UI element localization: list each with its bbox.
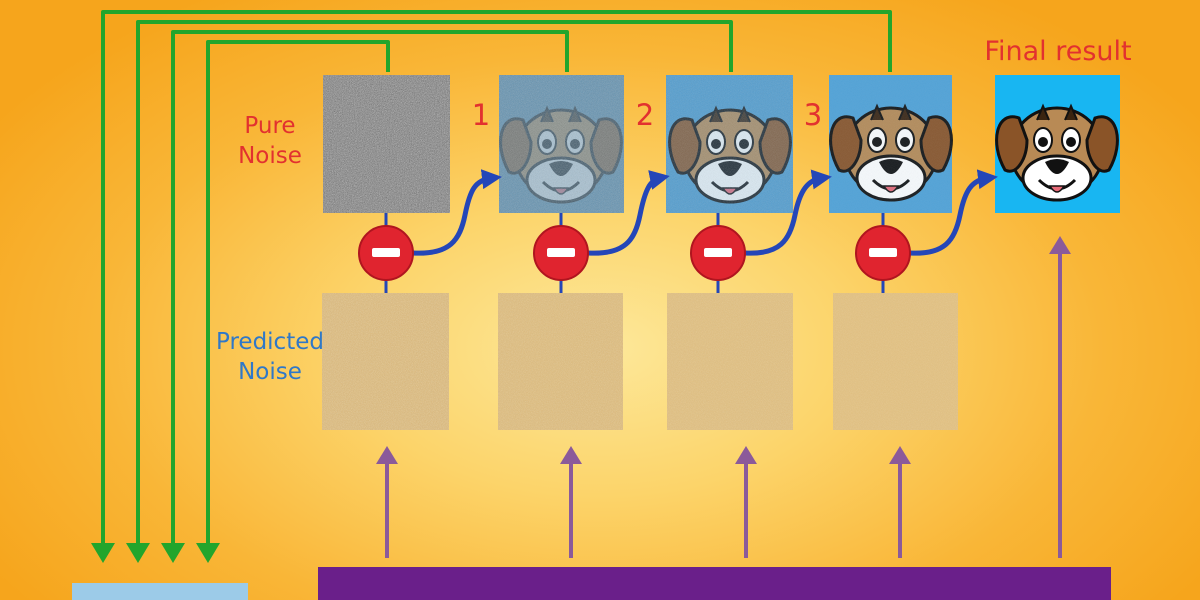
model-bar: [318, 567, 1111, 600]
predicted-noise-image-3: [667, 293, 793, 430]
final-result-image: [995, 75, 1120, 213]
pure-noise-label-line1: Pure: [244, 113, 295, 139]
flow-arrows: [410, 169, 998, 256]
denoise-step-3-image: [829, 75, 953, 213]
pure-noise-label-line2: Noise: [238, 143, 302, 169]
feedback-arrow-1: [206, 40, 390, 548]
arrowhead-down-4: [91, 543, 115, 563]
subtract-node-3: [690, 225, 746, 281]
arrowhead-down-3: [126, 543, 150, 563]
flow-arrow-1: [410, 169, 502, 256]
subtract-node-4: [855, 225, 911, 281]
feedback-arrow-2: [171, 30, 569, 548]
encoder-box: [72, 583, 248, 600]
predicted-noise-image-2: [498, 293, 623, 430]
model-arrows: [376, 236, 1071, 558]
pure-noise-image: [323, 75, 450, 213]
feedback-arrowheads: [91, 543, 220, 563]
step-number-1: 1: [472, 98, 490, 132]
subtract-node-1: [358, 225, 414, 281]
predicted-noise-image-4: [833, 293, 958, 430]
subtract-node-2: [533, 225, 589, 281]
final-result-label: Final result: [984, 36, 1131, 67]
flow-arrow-4: [907, 169, 998, 256]
feedback-arrow-4: [101, 10, 892, 548]
denoise-step-1-image: [499, 75, 624, 213]
denoise-step-2-image: [666, 75, 793, 213]
flow-arrow-3: [742, 169, 832, 256]
arrowhead-down-2: [161, 543, 185, 563]
arrowhead-down-1: [196, 543, 220, 563]
step-number-3: 3: [804, 98, 822, 132]
step-number-2: 2: [636, 98, 654, 132]
feedback-arrow-3: [136, 20, 733, 548]
predicted-noise-label-line1: Predicted: [216, 329, 324, 355]
predicted-noise-image-1: [322, 293, 449, 430]
flow-arrow-2: [585, 170, 670, 256]
predicted-noise-label-line2: Noise: [238, 359, 302, 385]
feedback-arrows: [101, 10, 892, 548]
